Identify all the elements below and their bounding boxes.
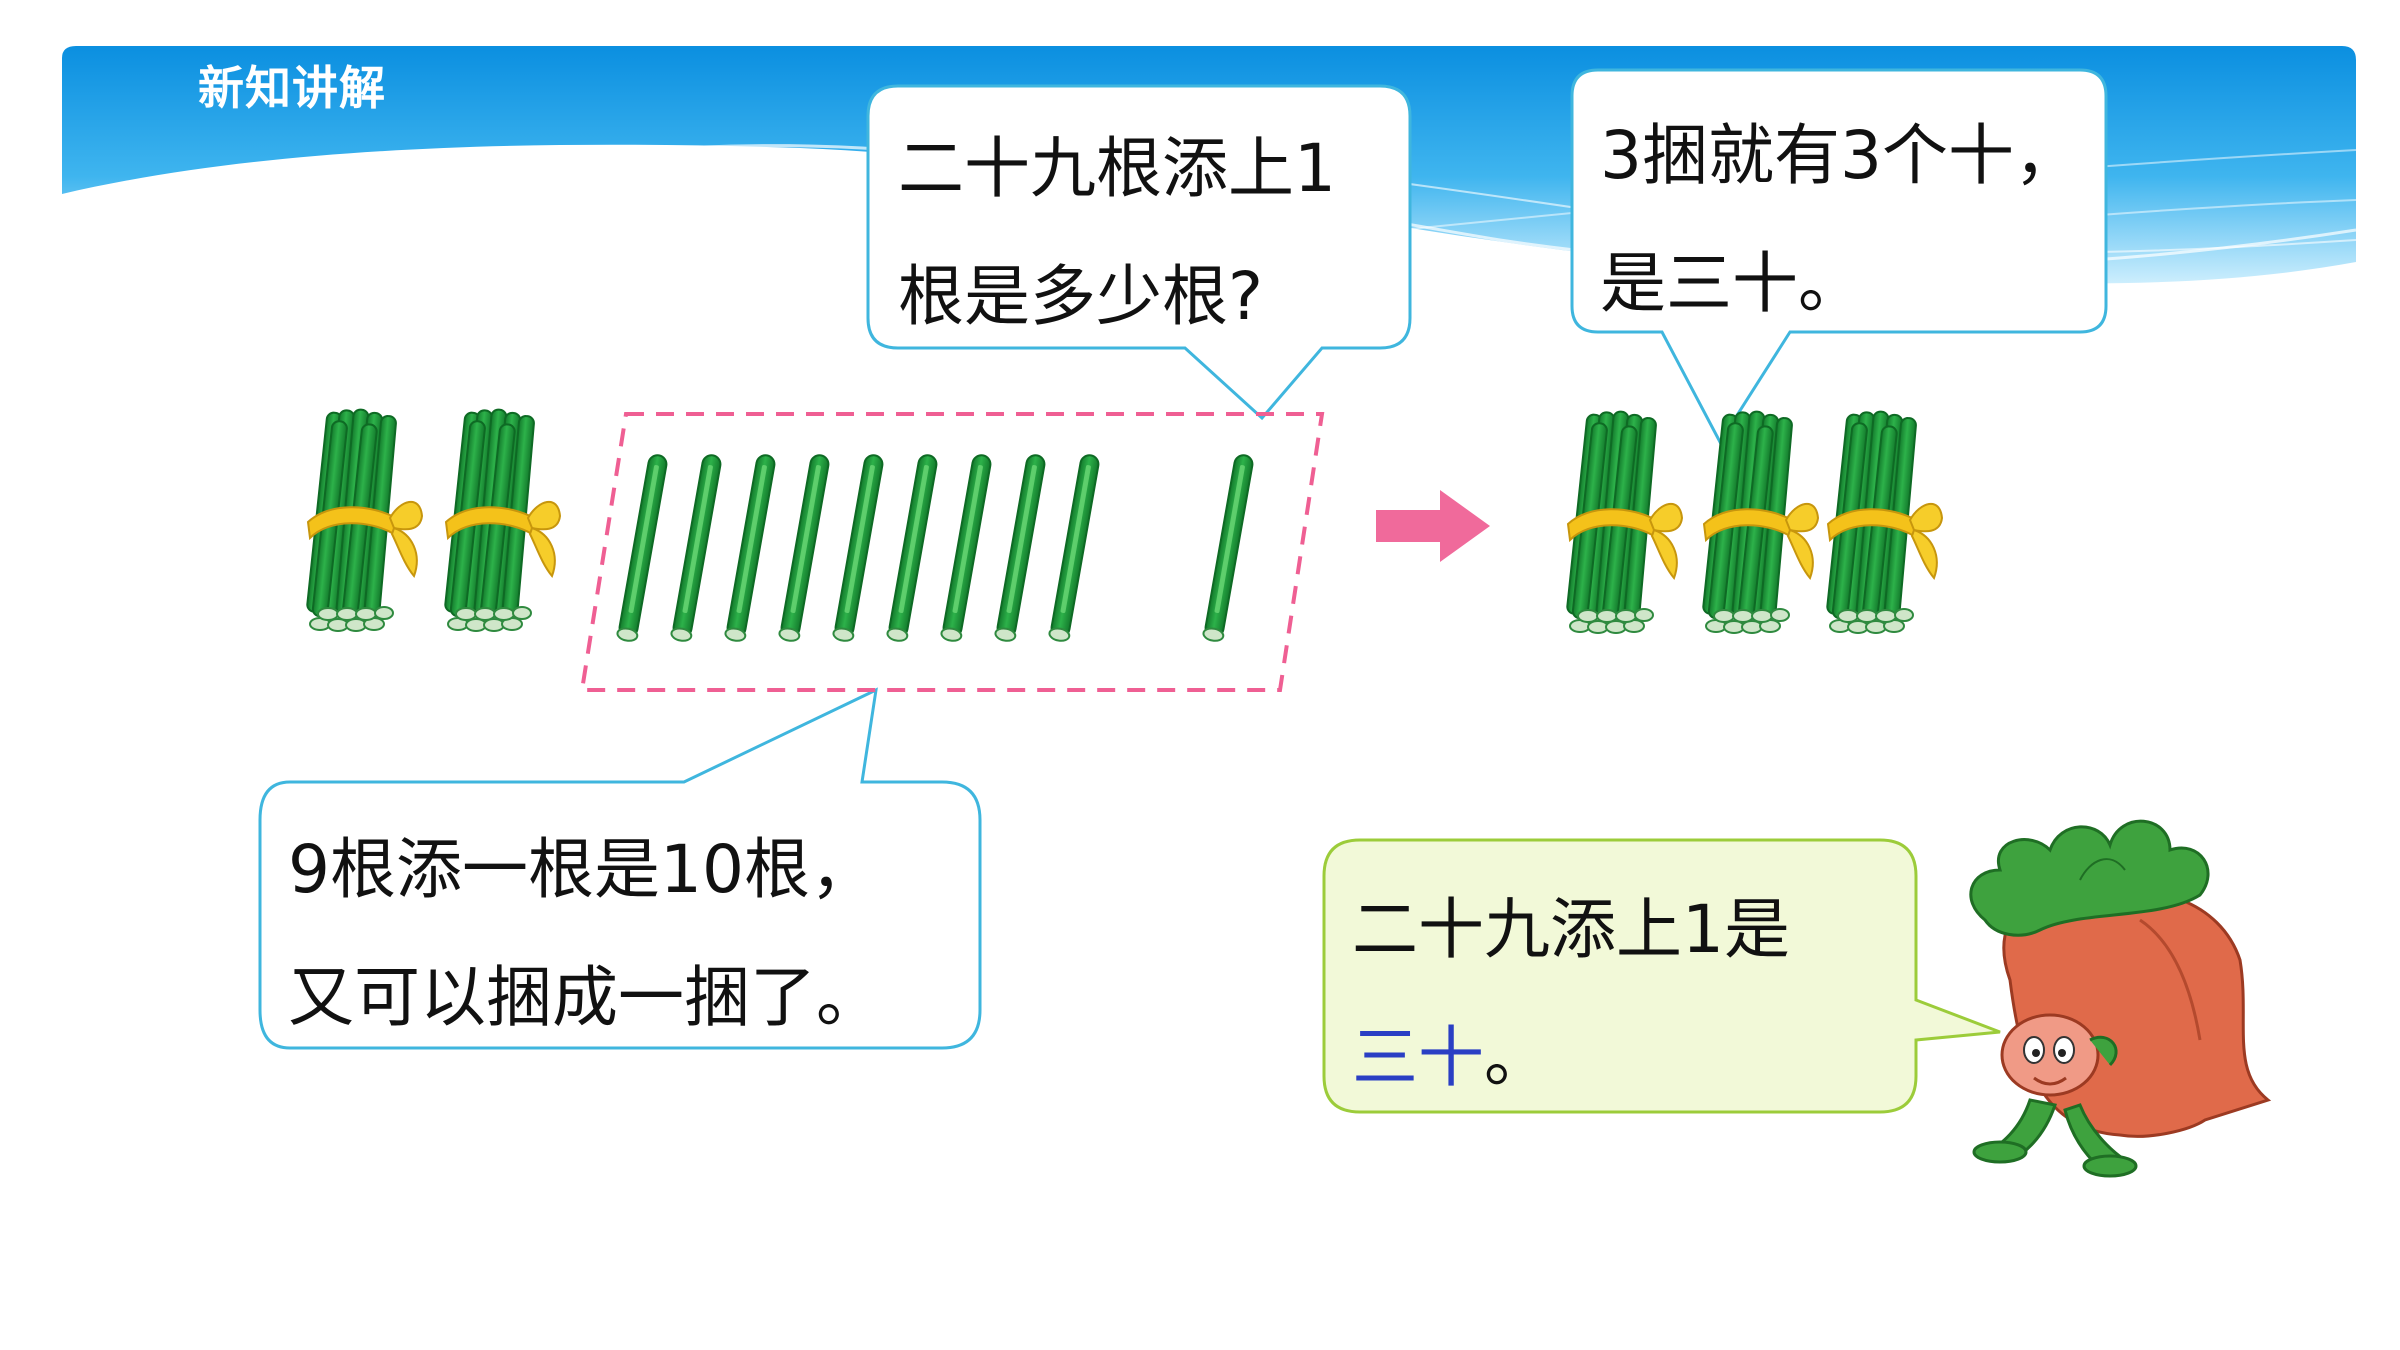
stick-bundle-icon [305, 408, 423, 632]
result-text: 3捆就有3个十， 是三十。 [1600, 92, 2080, 348]
question-text: 二十九根添上1 根是多少根? [898, 105, 1336, 361]
single-stick-icon [669, 452, 724, 644]
summary-answer: 三十 [1352, 1019, 1484, 1096]
summary-line-2: 三十。 [1352, 994, 1790, 1122]
explanation-line-2: 又可以捆成一捆了。 [288, 959, 882, 1036]
stick-bundle-icon [1701, 410, 1819, 634]
question-line-1: 二十九根添上1 [898, 130, 1336, 207]
radish-mascot-icon [1969, 819, 2272, 1178]
summary-text: 二十九添上1是 三十。 [1352, 866, 1790, 1122]
single-stick-icon [831, 452, 886, 644]
stick-bundle-icon [443, 408, 561, 632]
stick-bundle-icon [1825, 410, 1943, 634]
result-line-2: 是三十。 [1600, 245, 1864, 322]
speech-bubble-result [1570, 68, 2108, 445]
single-stick-icon [939, 452, 994, 644]
single-stick-icon [993, 452, 1048, 644]
page-title: 新知讲解 [198, 61, 386, 115]
single-stick-icon [723, 452, 778, 644]
speech-bubble-explanation [258, 687, 982, 1050]
single-stick-icon [885, 452, 940, 644]
speech-bubble-question [866, 84, 1412, 421]
speech-bubble-summary [1322, 838, 2001, 1114]
summary-line-1: 二十九添上1是 [1352, 891, 1790, 968]
question-line-2: 根是多少根? [898, 258, 1264, 335]
single-stick-icon [1047, 452, 1102, 644]
added-stick-icon [1201, 452, 1256, 644]
single-stick-icon [615, 452, 670, 644]
explanation-text: 9根添一根是10根， 又可以捆成一捆了。 [288, 806, 882, 1062]
summary-ending: 。 [1484, 1019, 1550, 1096]
stick-bundle-icon [1565, 410, 1683, 634]
explanation-line-1: 9根添一根是10根， [288, 831, 876, 908]
single-stick-icon [777, 452, 832, 644]
dashed-group-box [579, 412, 1325, 692]
result-line-1: 3捆就有3个十， [1600, 117, 2080, 194]
right-arrow-icon [1376, 490, 1490, 562]
